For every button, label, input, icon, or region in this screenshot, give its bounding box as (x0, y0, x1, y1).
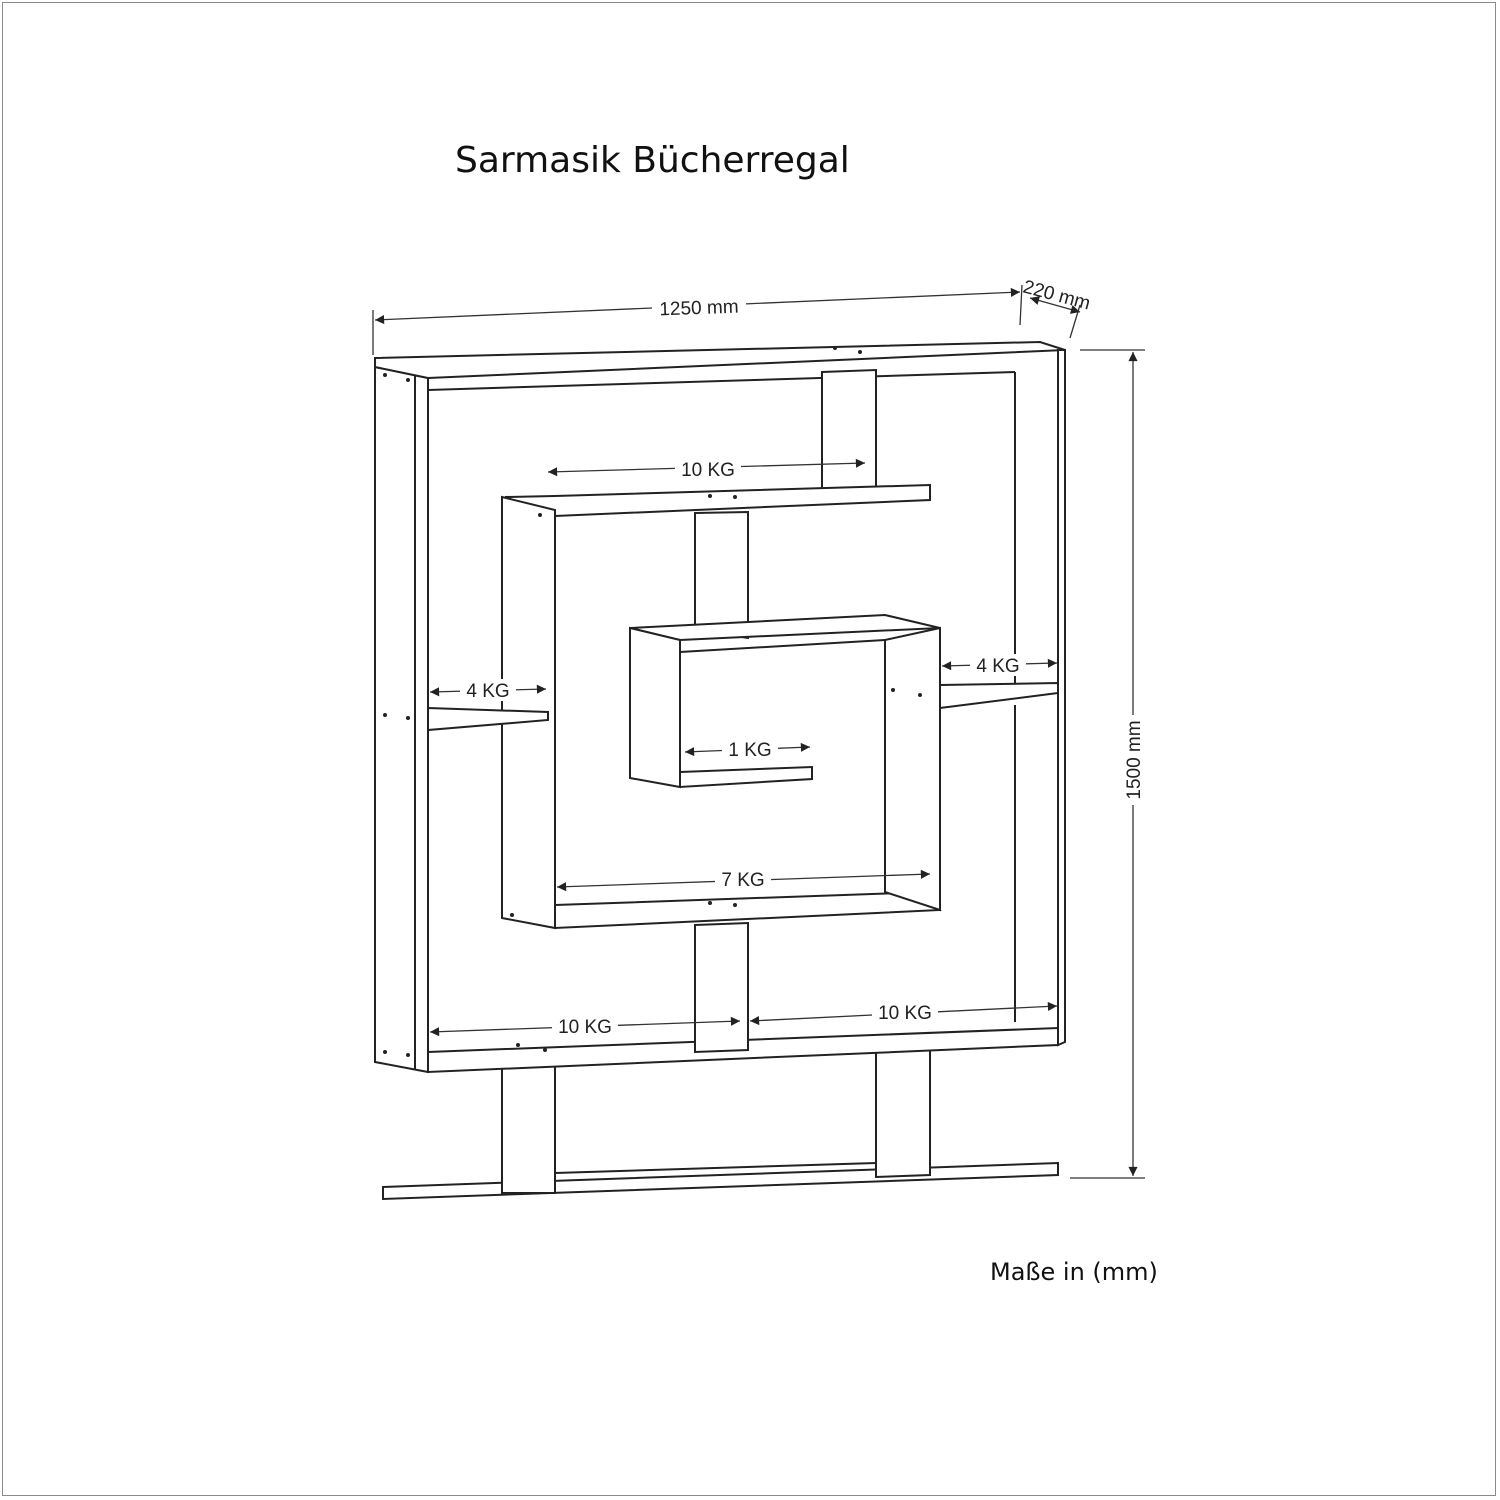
left-shelf (427, 706, 549, 732)
lower-divider (694, 921, 749, 1054)
center-box-top (629, 613, 941, 642)
left-side-panel (374, 365, 429, 1074)
diagram-title: Sarmasik Bücherregal (455, 140, 850, 181)
top-shelf (504, 483, 931, 518)
right-side-panel (1057, 349, 1066, 1047)
load-label-left-shelf: 4 KG (466, 681, 509, 702)
width-label: 1250 mm (659, 297, 739, 321)
center-box-left (629, 626, 681, 789)
load-label-bottom-right-shelf: 10 KG (878, 1003, 932, 1024)
top-board (374, 340, 1066, 380)
depth-label: 220 mm (1021, 277, 1093, 315)
top-divider (821, 368, 877, 499)
upper-divider (694, 510, 749, 640)
load-label-middle-shelf: 7 KG (721, 870, 764, 891)
center-box-right (884, 626, 941, 912)
load-label-center-shelf: 1 KG (728, 740, 771, 761)
left-leg (501, 1065, 556, 1194)
right-shelf (939, 681, 1059, 710)
load-label-right-shelf: 4 KG (976, 656, 1019, 677)
right-leg (875, 1044, 931, 1179)
load-label-bottom-left-shelf: 10 KG (558, 1017, 612, 1038)
height-label: 1500 mm (1124, 720, 1145, 799)
load-label-top-shelf: 10 KG (681, 460, 735, 481)
units-note: Maße in (mm) (990, 1258, 1158, 1286)
center-shelf (679, 765, 813, 789)
